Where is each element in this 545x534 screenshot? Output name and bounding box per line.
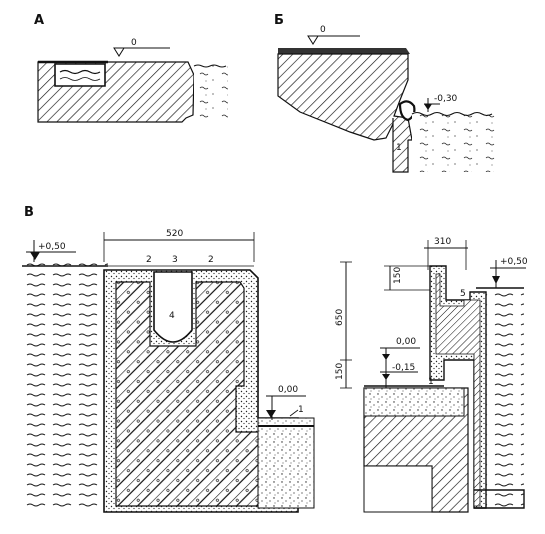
panel-b-deck [278, 48, 410, 54]
panel-a-gutter [54, 63, 106, 87]
part-2-left: 2 [146, 255, 152, 265]
right-width-text: 310 [434, 237, 451, 247]
right-mark-5: 5 [460, 289, 466, 299]
left-deck-level-text: 0,00 [278, 385, 298, 395]
panel-v-label: В [24, 205, 34, 220]
panel-b-water [412, 112, 496, 172]
right-height-text: 650 [335, 309, 345, 326]
right-wall-concrete [435, 273, 481, 507]
panel-b-level-marker: 0 [307, 25, 360, 45]
panel-v-left: +0,50 520 2 3 2 4 0,00 [22, 229, 315, 513]
right-level-m015-text: -0,15 [392, 363, 415, 373]
right-level-m015: -0,15 [380, 363, 418, 380]
left-mark-1: 1 [298, 405, 304, 415]
panel-b-water-level-text: -0,30 [434, 94, 458, 104]
right-top-dim-text: 150 [393, 267, 403, 284]
right-pool-water [486, 290, 524, 508]
panel-b-level-text: 0 [320, 25, 326, 35]
panel-a: А 0 [34, 13, 228, 123]
right-bed-layer [363, 387, 465, 417]
left-top-level-marker: +0,50 [26, 240, 76, 262]
right-top-level-text: +0,50 [500, 257, 528, 267]
left-top-level-text: +0,50 [38, 242, 66, 252]
panel-b-label: Б [274, 13, 284, 28]
panel-b-water-level: -0,30 [424, 94, 458, 112]
panel-a-level-marker: 0 [113, 38, 170, 57]
right-level-000-text: 0,00 [396, 337, 416, 347]
right-mark-1: 1 [428, 377, 434, 387]
part-3: 3 [172, 255, 178, 265]
right-level-000: 0,00 [380, 337, 420, 388]
panel-a-water [194, 62, 228, 118]
left-width-dimension: 520 [103, 229, 255, 262]
right-bottom-dim-text: 150 [335, 363, 345, 380]
left-gutter-channel [153, 271, 193, 343]
panel-b: Б 0 1 -0,30 [274, 13, 496, 173]
left-pool-water [22, 262, 108, 508]
left-deck-level: 0,00 1 [266, 385, 306, 420]
panel-a-level-text: 0 [131, 38, 137, 48]
svg-text:1: 1 [396, 143, 402, 153]
part-2-right: 2 [208, 255, 214, 265]
right-vertical-dimensions: 650 150 150 [335, 261, 430, 389]
left-width-text: 520 [166, 229, 183, 239]
right-width-dimension: 310 [424, 237, 468, 270]
panel-a-label: А [34, 13, 44, 28]
right-top-level-marker: +0,50 [490, 257, 528, 288]
panel-v-right: 310 +0,50 650 150 150 [335, 237, 528, 513]
left-deck-fill [257, 417, 315, 509]
gutter-label-4: 4 [169, 311, 175, 321]
panel-b-ground [277, 53, 413, 141]
